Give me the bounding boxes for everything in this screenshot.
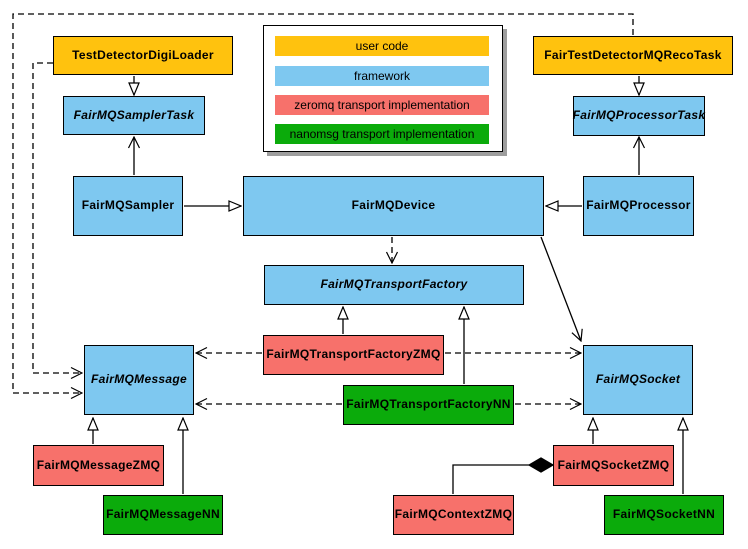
edge-recotask-depends-message [12, 13, 634, 393]
node-fairmqtransportfactoryzmq: FairMQTransportFactoryZMQ [263, 335, 444, 375]
node-fairmqsamplertask: FairMQSamplerTask [63, 96, 205, 135]
legend-item-user-code: user code [275, 36, 489, 56]
node-fairmqmessagezmq: FairMQMessageZMQ [33, 445, 164, 486]
node-label: FairMQProcessor [586, 198, 691, 213]
node-label: FairMQTransportFactoryZMQ [266, 347, 441, 362]
edge-contextzmq-composed-socketzmq [452, 464, 529, 494]
node-label: FairMQSampler [81, 198, 175, 213]
node-fairmqsocketzmq: FairMQSocketZMQ [553, 445, 674, 486]
node-testdetectordigiloader: TestDetectorDigiLoader [53, 36, 233, 75]
node-label: FairMQMessageNN [106, 507, 220, 522]
legend-item-zeromq: zeromq transport implementation [275, 95, 489, 115]
node-label: TestDetectorDigiLoader [72, 47, 214, 62]
node-label: FairMQSocket [595, 372, 681, 387]
legend: user code framework zeromq transport imp… [263, 25, 503, 152]
node-fairmqmessage: FairMQMessage [84, 345, 194, 415]
legend-label: zeromq transport implementation [294, 98, 470, 112]
legend-item-nanomsg: nanomsg transport implementation [275, 124, 489, 144]
node-fairmqsampler: FairMQSampler [73, 176, 183, 236]
node-label: FairMQMessageZMQ [36, 457, 161, 472]
node-fairmqdevice: FairMQDevice [243, 176, 544, 236]
node-fairmqprocessor: FairMQProcessor [583, 176, 694, 236]
node-label: FairMQMessage [91, 372, 187, 387]
node-fairmqsocket: FairMQSocket [583, 345, 693, 415]
edge-digiloader-depends-message [32, 62, 82, 373]
node-label: FairMQProcessorTask [572, 108, 706, 123]
node-label: FairMQSocketNN [612, 507, 716, 522]
node-label: FairMQContextZMQ [394, 507, 513, 522]
node-label: FairMQTransportFactory [320, 277, 468, 292]
node-label: FairTestDetectorMQRecoTask [544, 47, 722, 62]
node-label: FairMQSamplerTask [73, 107, 195, 122]
node-fairtestdetectormqrecotask: FairTestDetectorMQRecoTask [533, 36, 733, 75]
node-fairmqtransportfactorynn: FairMQTransportFactoryNN [343, 385, 514, 425]
node-fairmqsocketnn: FairMQSocketNN [604, 495, 724, 535]
composition-diamond-icon [527, 457, 555, 473]
legend-item-framework: framework [275, 66, 489, 86]
edge-device-uses-socket [540, 236, 581, 341]
node-fairmqtransportfactory: FairMQTransportFactory [264, 265, 524, 305]
node-label: FairMQSocketZMQ [557, 457, 670, 472]
legend-label: nanomsg transport implementation [289, 127, 475, 141]
node-label: FairMQDevice [351, 198, 436, 213]
node-fairmqprocessortask: FairMQProcessorTask [573, 96, 705, 136]
node-fairmqcontextzmq: FairMQContextZMQ [393, 495, 514, 535]
legend-label: user code [355, 39, 409, 53]
legend-label: framework [353, 69, 410, 83]
node-fairmqmessagenn: FairMQMessageNN [103, 495, 223, 535]
node-label: FairMQTransportFactoryNN [346, 397, 511, 412]
